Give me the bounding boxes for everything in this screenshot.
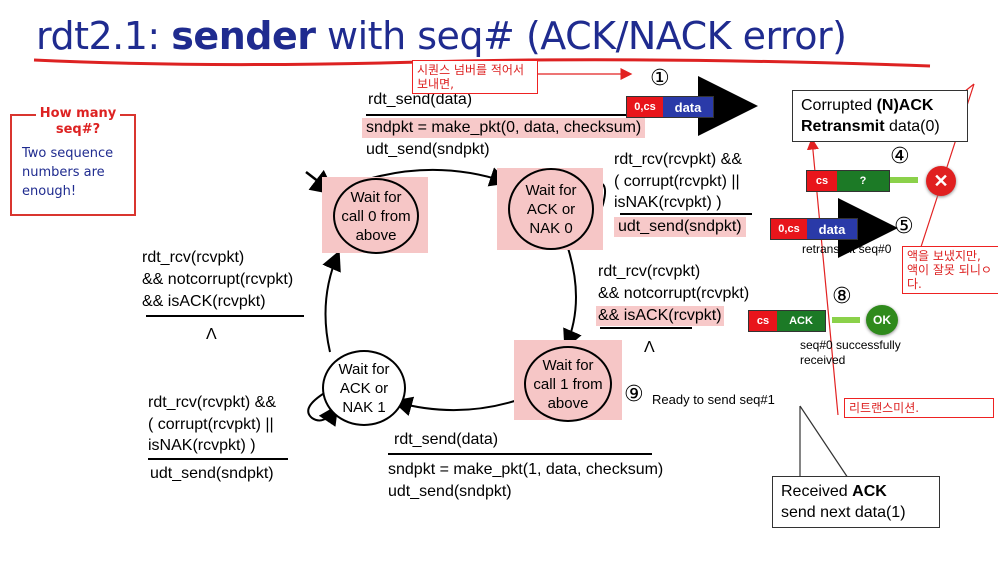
packet-corrupt-header: cs: [807, 171, 837, 191]
t1-divider: [620, 213, 752, 215]
t5-action: Λ: [206, 326, 217, 343]
t3-event: rdt_send(data): [394, 431, 499, 448]
t5-event-1: rdt_rcv(rcvpkt): [142, 249, 245, 266]
t1-event-1: rdt_rcv(rcvpkt) &&: [614, 151, 743, 168]
packet-seq0: 0,cs data: [626, 96, 714, 118]
ready-seq1-label: Ready to send seq#1: [652, 392, 775, 407]
state-wait-ack-0: Wait for ACK or NAK 0: [508, 168, 594, 250]
sidebox-body: Two sequence numbers are enough!: [22, 146, 114, 199]
packet-retransmit-header: 0,cs: [771, 219, 807, 239]
packet-corrupt: cs ?: [806, 170, 890, 192]
t0-action-send: udt_send(sndpkt): [366, 141, 490, 158]
state-wait-call-0: Wait for call 0 from above: [333, 178, 419, 254]
korean-note-ack-error: 액을 보냈지만, 액이 잘못 되니ㅇ다.: [902, 246, 998, 294]
state-wait-ack-1: Wait for ACK or NAK 1: [322, 350, 406, 426]
retransmit-label: retransmit seq#0: [802, 242, 892, 256]
slide-title: rdt2.1: sender with seq# (ACK/NACK error…: [36, 14, 847, 58]
t2-divider: [600, 327, 692, 329]
t1-action: udt_send(sndpkt): [614, 217, 746, 237]
t4-action: udt_send(sndpkt): [150, 465, 274, 482]
marker-5: ⑤: [894, 214, 914, 239]
packet-ack-data: ACK: [777, 311, 825, 331]
sequence-count-note: How many seq#? Two sequence numbers are …: [10, 106, 136, 216]
loop-s3: [307, 391, 339, 427]
t1-event-3: isNAK(rcvpkt) ): [614, 194, 722, 211]
corrupted-ack-note: Corrupted (N)ACK Retransmit data(0): [792, 90, 968, 142]
received-ack-note: Received ACK send next data(1): [772, 476, 940, 528]
marker-8: ⑧: [832, 284, 852, 309]
t0-action-make: sndpkt = make_pkt(0, data, checksum): [362, 118, 646, 138]
packet-seq0-header: 0,cs: [627, 97, 663, 117]
korean-note-seq: 시퀀스 넘버를 적어서 보내면,: [412, 60, 538, 94]
packet-ack-header: cs: [749, 311, 777, 331]
packet-seq0-data: data: [663, 97, 713, 117]
packet-retransmit-data: data: [807, 219, 857, 239]
t2-event-2: && notcorrupt(rcvpkt): [598, 285, 750, 302]
t2-event-1: rdt_rcv(rcvpkt): [598, 263, 701, 280]
t2-action: Λ: [644, 339, 655, 356]
t3-action-make: sndpkt = make_pkt(1, data, checksum): [388, 461, 664, 478]
seq0-received-line1: seq#0 successfully: [800, 338, 901, 352]
t4-event-2: ( corrupt(rcvpkt) ||: [148, 416, 274, 433]
sidebox-heading: How many seq#?: [36, 106, 120, 138]
state-wait-call-1: Wait for call 1 from above: [524, 346, 612, 422]
t0-event: rdt_send(data): [368, 91, 473, 108]
packet-corrupt-data: ?: [837, 171, 889, 191]
t0-divider: [366, 114, 628, 116]
t4-divider: [148, 458, 288, 460]
packet-retransmit: 0,cs data: [770, 218, 858, 240]
t1-event-2: ( corrupt(rcvpkt) ||: [614, 173, 740, 190]
t5-divider: [146, 315, 304, 317]
packet-ack: cs ACK: [748, 310, 826, 332]
marker-1: ①: [650, 66, 670, 91]
t3-action-send: udt_send(sndpkt): [388, 483, 512, 500]
t4-event-1: rdt_rcv(rcvpkt) &&: [148, 394, 277, 411]
marker-4: ④: [890, 144, 910, 169]
t5-event-2: && notcorrupt(rcvpkt): [142, 271, 294, 288]
t4-event-3: isNAK(rcvpkt) ): [148, 437, 256, 454]
t5-event-3: && isACK(rcvpkt): [142, 293, 266, 310]
ok-check-icon: OK: [866, 305, 898, 335]
arrow-s0-s1: [371, 167, 510, 187]
arrow-s1-s2: [563, 241, 582, 350]
marker-9: ⑨: [624, 382, 644, 407]
korean-note-retransmit: 리트랜스미션.: [844, 398, 994, 418]
arrow-s3-s0: [322, 250, 341, 353]
t2-event-3: && isACK(rcvpkt): [596, 306, 724, 326]
t3-divider: [388, 453, 652, 455]
error-x-icon: ✕: [926, 166, 956, 196]
seq0-received-line2: received: [800, 353, 846, 367]
arrow-s2-s3: [392, 396, 525, 416]
